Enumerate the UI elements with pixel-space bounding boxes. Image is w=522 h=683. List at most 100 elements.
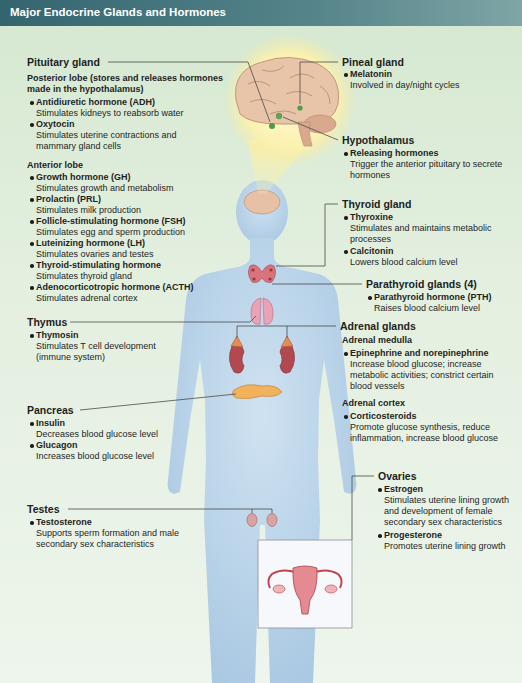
hormone-name: Thyroid-stimulating hormone xyxy=(36,260,236,271)
kidney-symbol xyxy=(229,345,244,373)
hormone-effect: Stimulates egg and sperm production xyxy=(36,227,236,238)
leader-line xyxy=(237,326,287,338)
hormone-name: Luteinizing hormone (LH) xyxy=(36,238,236,249)
uterus-symbol xyxy=(293,566,317,614)
bullet-symbol xyxy=(30,444,34,448)
gland-name: Adrenal glands xyxy=(340,320,510,332)
lobe-name: Adrenal medulla xyxy=(342,335,512,346)
leader-line xyxy=(262,509,272,513)
gland-name: Ovaries xyxy=(378,470,518,482)
hormone-effect: Stimulates adrenal cortex xyxy=(36,293,236,304)
hormone-name: Progesterone xyxy=(384,530,520,541)
body-silhouette xyxy=(168,238,357,683)
bullet-symbol xyxy=(30,242,34,246)
bullet-symbol xyxy=(30,220,34,224)
bullet-symbol xyxy=(30,334,34,338)
hormone-effect: Stimulates kidneys to reabsorb water xyxy=(36,108,236,119)
parathyroid-symbol xyxy=(251,268,254,271)
hormone-name: Growth hormone (GH) xyxy=(36,172,236,183)
brain-folds xyxy=(248,66,330,114)
diagram-title: Major Endocrine Glands and Hormones xyxy=(10,6,226,18)
hormone-effect: Stimulates uterine lining growth and dev… xyxy=(384,495,522,528)
parathyroid-symbol xyxy=(269,268,272,271)
hormone-effect: Supports sperm formation and male second… xyxy=(36,528,216,550)
hormone-effect: Increases blood glucose level xyxy=(36,451,186,462)
bullet-symbol xyxy=(344,73,348,77)
testis-symbol xyxy=(247,514,257,527)
hormone-name: Corticosteroids xyxy=(350,411,510,422)
hormone-name: Antidiuretic hormone (ADH) xyxy=(36,97,236,108)
bullet-symbol xyxy=(344,352,348,356)
leader-line xyxy=(272,284,362,285)
hormone-effect: Raises blood calcium level xyxy=(374,303,520,314)
leader-line xyxy=(80,394,236,410)
bullet-symbol xyxy=(30,264,34,268)
hormone-name: Thymosin xyxy=(36,330,156,341)
bullet-symbol xyxy=(378,488,382,492)
bullet-symbol xyxy=(30,123,34,127)
gland-name: Thyroid gland xyxy=(342,198,492,210)
hormone-effect: Involved in day/night cycles xyxy=(350,80,515,91)
lobe-name: Adrenal cortex xyxy=(342,398,512,409)
leader-line xyxy=(68,509,262,510)
gland-name: Testes xyxy=(27,503,127,515)
leader-line xyxy=(70,316,256,322)
hormone-name: Calcitonin xyxy=(350,246,500,257)
bullet-symbol xyxy=(344,415,348,419)
hormone-name: Adenocorticotropic hormone (ACTH) xyxy=(36,282,236,293)
leader-line xyxy=(283,117,338,140)
brain-halo xyxy=(224,34,356,166)
brain-cerebrum xyxy=(236,57,339,124)
kidney-symbol xyxy=(280,345,295,373)
lobe-name: Posterior lobe (stores and releases horm… xyxy=(27,73,227,95)
hormone-effect: Stimulates thyroid gland xyxy=(36,271,236,282)
bullet-symbol xyxy=(30,521,34,525)
leader-line xyxy=(276,204,338,266)
gland-name: Hypothalamus xyxy=(342,134,492,146)
hormone-effect: Increase blood glucose; increase metabol… xyxy=(350,359,510,392)
bullet-symbol xyxy=(30,286,34,290)
hormone-effect: Promotes uterine lining growth xyxy=(384,541,522,552)
pineal-symbol xyxy=(297,105,302,110)
hormone-name: Thyroxine xyxy=(350,212,500,223)
hormone-effect: Stimulates growth and metabolism xyxy=(36,183,236,194)
brain-stem xyxy=(298,122,312,146)
thyroid-symbol xyxy=(248,265,275,283)
hormone-name: Follicle-stimulating hormone (FSH) xyxy=(36,216,236,227)
hormone-effect: Trigger the anterior pituitary to secret… xyxy=(350,159,510,181)
hormone-effect: Stimulates T cell development (immune sy… xyxy=(36,341,161,363)
hormone-name: Parathyroid hormone (PTH) xyxy=(374,292,520,303)
bullet-symbol xyxy=(344,250,348,254)
leader-line xyxy=(352,476,374,540)
bullet-symbol xyxy=(30,101,34,105)
parathyroid-symbol xyxy=(268,277,271,280)
hormone-name: Epinephrine and norepinephrine xyxy=(350,348,518,359)
pituitary-symbol xyxy=(269,123,275,129)
hormone-name: Estrogen xyxy=(384,484,520,495)
thymus-symbol xyxy=(251,298,273,324)
parathyroid-symbol xyxy=(252,277,255,280)
gland-name: Parathyroid glands (4) xyxy=(366,278,516,290)
gland-name: Pineal gland xyxy=(342,56,492,68)
hormone-name: Melatonin xyxy=(350,69,500,80)
bullet-symbol xyxy=(344,152,348,156)
ovaries-inset xyxy=(258,540,352,628)
ovary-symbol xyxy=(273,585,285,593)
hormone-effect: Lowers blood calcium level xyxy=(350,257,510,268)
hormone-name: Insulin xyxy=(36,418,186,429)
hormone-name: Glucagon xyxy=(36,440,186,451)
bullet-symbol xyxy=(344,216,348,220)
hormone-name: Testosterone xyxy=(36,517,186,528)
gland-name: Pancreas xyxy=(27,404,127,416)
hormone-effect: Stimulates milk production xyxy=(36,205,236,216)
hormone-effect: Stimulates and maintains metabolic proce… xyxy=(350,223,510,245)
hormone-effect: Promote glucose synthesis, reduce inflam… xyxy=(350,422,516,444)
hormone-name: Prolactin (PRL) xyxy=(36,194,236,205)
lobe-name: Anterior lobe xyxy=(27,160,227,171)
bullet-symbol xyxy=(30,176,34,180)
hormone-name: Oxytocin xyxy=(36,119,236,130)
testis-symbol xyxy=(267,514,277,527)
pancreas-symbol xyxy=(232,385,282,399)
